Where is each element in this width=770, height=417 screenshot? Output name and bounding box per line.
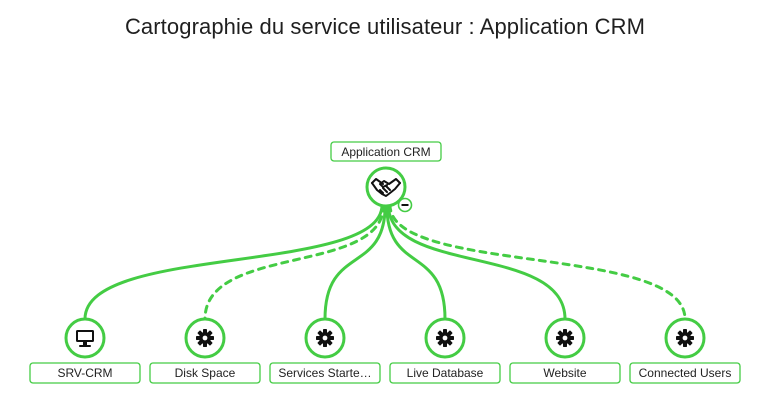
gear-icon bbox=[556, 329, 574, 347]
nodes-layer: Application CRM SRV-CRM Disk Space Services… bbox=[29, 141, 741, 384]
child-node-label-text: Website bbox=[543, 366, 586, 380]
child-node-label: SRV-CRM bbox=[29, 362, 141, 384]
child-node-label-text: Connected Users bbox=[639, 366, 732, 380]
child-node-label: Services Starte… bbox=[269, 362, 381, 384]
child-node-srv-crm[interactable]: SRV-CRM bbox=[29, 317, 141, 384]
gear-icon bbox=[676, 329, 694, 347]
child-node-label-text: Live Database bbox=[407, 366, 484, 380]
root-node-label: Application CRM bbox=[330, 141, 442, 162]
root-node[interactable]: Application CRM bbox=[330, 141, 442, 208]
link-website bbox=[386, 203, 567, 321]
child-node-website[interactable]: Website bbox=[509, 317, 621, 384]
root-node-label-text: Application CRM bbox=[341, 145, 430, 159]
child-node-services-started[interactable]: Services Starte… bbox=[269, 317, 381, 384]
minus-icon bbox=[401, 204, 409, 206]
link-live-database bbox=[385, 203, 447, 321]
page-title: Cartographie du service utilisateur : Ap… bbox=[124, 14, 646, 39]
child-node-label: Connected Users bbox=[629, 362, 741, 384]
child-node-label: Live Database bbox=[389, 362, 501, 384]
handshake-icon bbox=[371, 178, 401, 197]
gear-icon bbox=[196, 329, 214, 347]
monitor-icon bbox=[76, 330, 94, 347]
links-layer bbox=[83, 203, 687, 321]
gear-icon bbox=[436, 329, 454, 347]
link-srv-crm bbox=[83, 203, 384, 321]
child-node-label-text: Disk Space bbox=[175, 366, 236, 380]
child-node-label-text: Services Starte… bbox=[278, 366, 371, 380]
link-disk-space bbox=[203, 203, 386, 321]
child-node-live-database[interactable]: Live Database bbox=[389, 317, 501, 384]
link-services-started bbox=[323, 203, 387, 321]
child-node-disk-space[interactable]: Disk Space bbox=[149, 317, 261, 384]
gear-icon bbox=[316, 329, 334, 347]
collapse-toggle-button[interactable] bbox=[397, 197, 413, 213]
child-node-label: Website bbox=[509, 362, 621, 384]
child-node-connected-users[interactable]: Connected Users bbox=[629, 317, 741, 384]
link-connected-users bbox=[388, 203, 687, 321]
child-node-label: Disk Space bbox=[149, 362, 261, 384]
child-node-label-text: SRV-CRM bbox=[57, 366, 112, 380]
